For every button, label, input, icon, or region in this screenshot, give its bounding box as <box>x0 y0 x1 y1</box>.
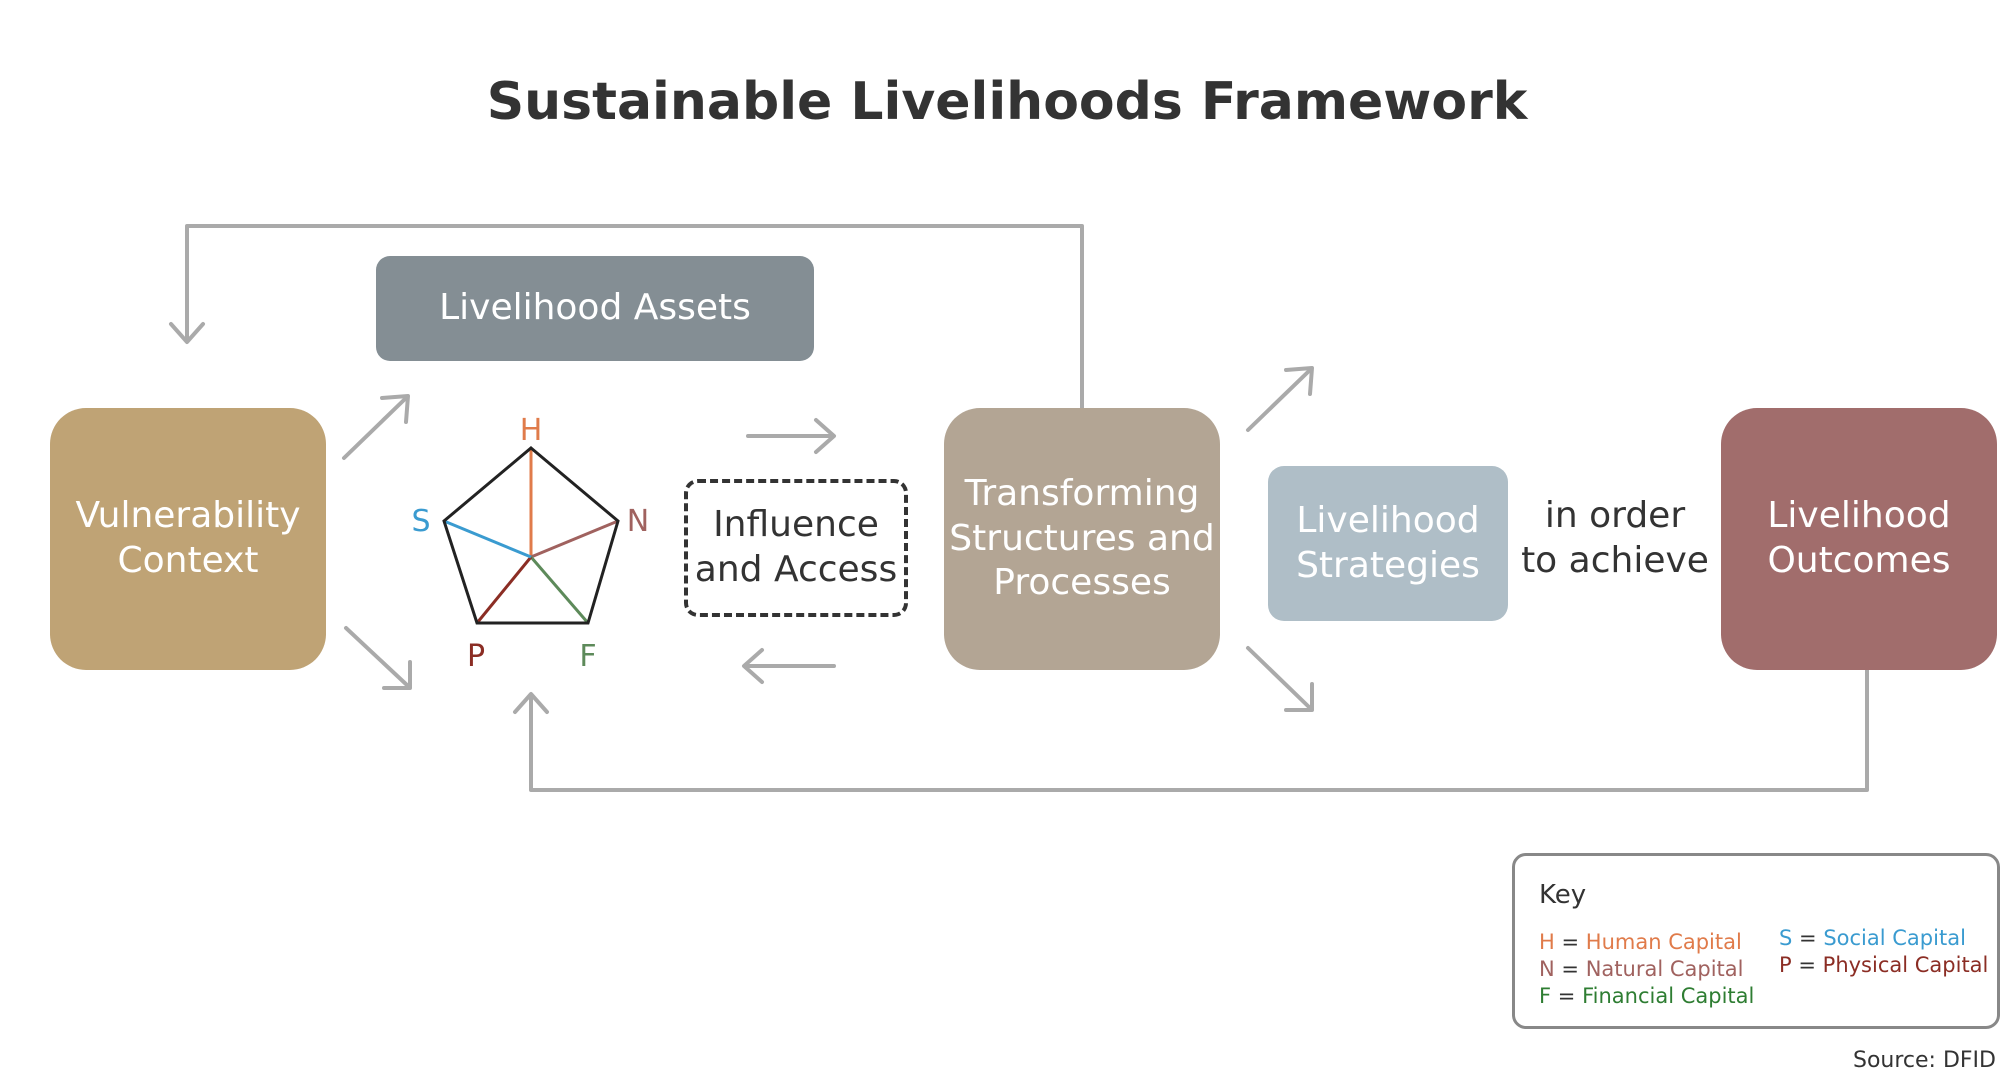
livelihood-strategies-box: Livelihood Strategies <box>1268 466 1508 621</box>
key-label-physical: Physical Capital <box>1822 953 1989 977</box>
arrow-to-transform-head <box>814 418 836 454</box>
arrow-transform-down <box>1246 646 1312 710</box>
key-title: Key <box>1539 880 1587 910</box>
spoke-financial <box>529 556 590 624</box>
arrow-transform-up <box>1246 368 1312 432</box>
influence-line-1: Influence <box>713 504 879 546</box>
arrow-to-assets-head <box>742 648 764 684</box>
strategies-line-2: Strategies <box>1296 544 1480 586</box>
key-item-physical: P = Physical Capital <box>1779 953 1988 977</box>
pentagon-label-s: S <box>411 504 430 539</box>
key-eq: = <box>1798 953 1816 977</box>
arrow-transform-up-head <box>1284 366 1314 396</box>
key-item-financial: F = Financial Capital <box>1539 984 1754 1008</box>
feedback-arrow-top-head <box>169 322 205 344</box>
key-legend: Key H = Human Capital N = Natural Capita… <box>1512 853 2000 1029</box>
livelihood-assets-box: Livelihood Assets <box>376 256 814 361</box>
feedback-arrow-bottom <box>529 668 1869 792</box>
transforming-structures-box: Transforming Structures and Processes <box>944 408 1220 670</box>
asset-pentagon <box>442 446 620 625</box>
outcomes-line-1: Livelihood <box>1767 495 1951 537</box>
pentagon-label-h: H <box>520 413 543 448</box>
outcomes-line-2: Outcomes <box>1767 540 1951 581</box>
key-letter-n: N <box>1539 957 1555 981</box>
key-item-social: S = Social Capital <box>1779 926 1966 950</box>
livelihood-outcomes-box: Livelihood Outcomes <box>1721 408 1997 670</box>
vulnerability-line-2: Context <box>117 540 259 581</box>
key-eq: = <box>1561 957 1580 981</box>
arrow-vuln-up <box>342 396 408 460</box>
influence-line-2: and Access <box>694 549 898 590</box>
strategies-line-1: Livelihood <box>1296 499 1480 541</box>
feedback-arrow-bottom-head <box>513 692 549 714</box>
source-credit: Source: DFID <box>1853 1048 1996 1073</box>
livelihood-assets-label: Livelihood Assets <box>439 287 751 329</box>
key-label-social: Social Capital <box>1823 926 1966 950</box>
arrow-vuln-down <box>344 626 410 688</box>
transforming-line-2: Structures and <box>949 517 1215 559</box>
key-letter-f: F <box>1539 984 1552 1008</box>
vulnerability-line-1: Vulnerability <box>75 495 301 537</box>
arrow-transform-down-head <box>1284 682 1314 712</box>
spoke-physical <box>475 556 533 624</box>
influence-access-box: Influence and Access <box>684 479 908 617</box>
in-order-line-1: in order <box>1544 495 1686 536</box>
key-letter-s: S <box>1779 926 1793 950</box>
transforming-line-1: Transforming <box>964 473 1200 515</box>
key-label-human: Human Capital <box>1585 930 1742 954</box>
key-letter-h: H <box>1539 930 1555 954</box>
key-item-natural: N = Natural Capital <box>1539 957 1743 981</box>
feedback-arrow-top <box>185 224 1084 410</box>
arrow-vuln-down-head <box>382 660 412 690</box>
pentagon-label-p: P <box>467 639 485 674</box>
pentagon-label-n: N <box>627 504 649 539</box>
spoke-social <box>443 519 532 559</box>
pentagon-outline <box>442 446 620 625</box>
in-order-to-achieve-text: in order to achieve <box>1510 494 1720 583</box>
in-order-line-2: to achieve <box>1521 539 1709 581</box>
key-eq: = <box>1561 930 1580 954</box>
arrow-vuln-up-head <box>380 394 410 424</box>
vulnerability-context-box: Vulnerability Context <box>50 408 326 670</box>
key-item-human: H = Human Capital <box>1539 930 1742 954</box>
pentagon-label-f: F <box>579 639 596 674</box>
key-eq: = <box>1799 926 1817 950</box>
spoke-natural <box>530 519 619 559</box>
key-label-financial: Financial Capital <box>1582 984 1755 1008</box>
key-letter-p: P <box>1779 953 1792 977</box>
page-title: Sustainable Livelihoods Framework <box>486 72 1528 132</box>
transforming-line-3: Processes <box>993 562 1171 604</box>
key-eq: = <box>1557 984 1576 1008</box>
key-label-natural: Natural Capital <box>1585 957 1744 981</box>
